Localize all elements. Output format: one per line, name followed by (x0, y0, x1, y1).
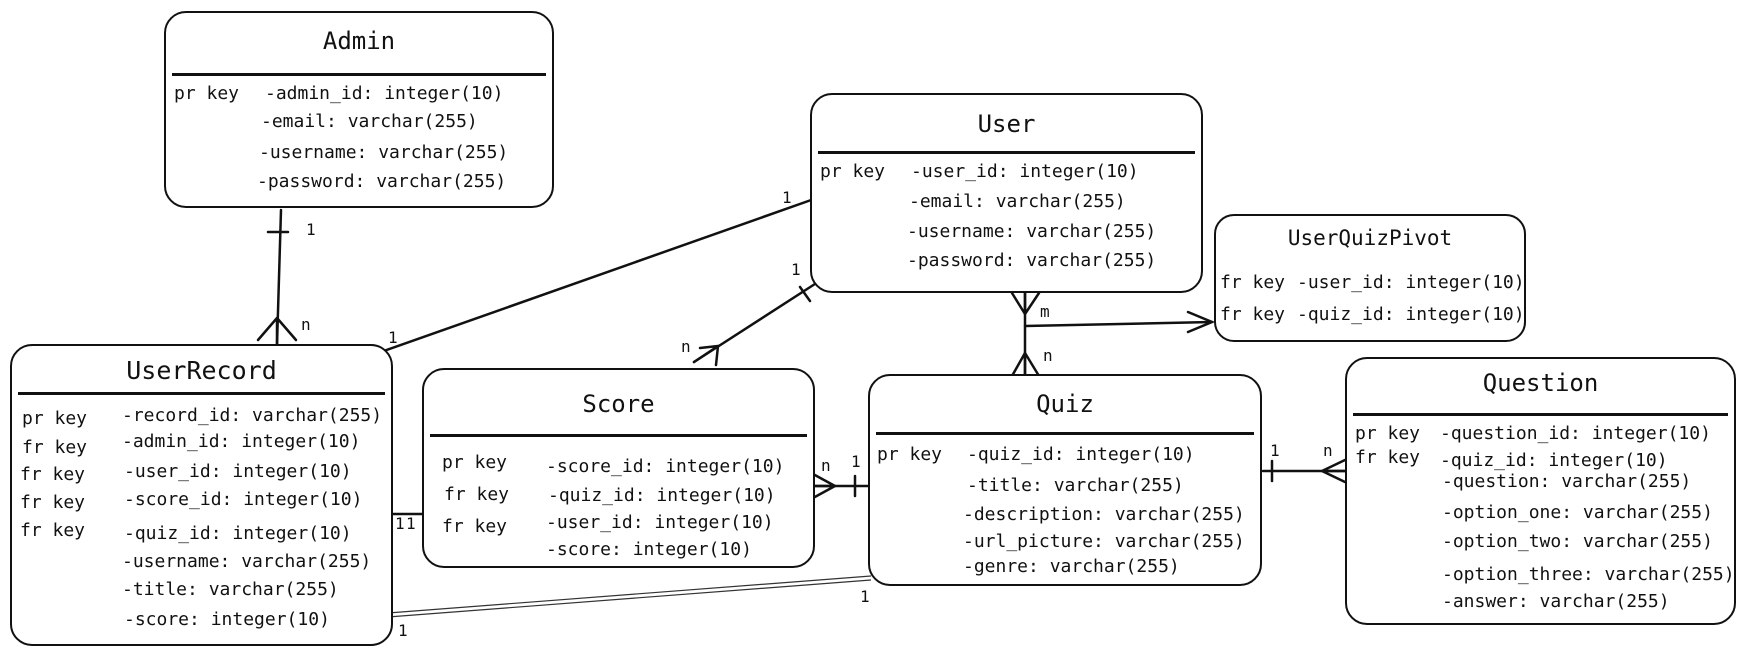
link-pivot (1023, 320, 1214, 328)
key-label: pr key (877, 444, 943, 465)
field-password: -password: varchar(255) (907, 250, 1157, 271)
divider (1353, 413, 1728, 416)
cardinality-userrecord-score-from: 1 (395, 514, 405, 533)
entity-score[interactable]: Score pr key -score_id: integer(10) fr k… (422, 368, 815, 568)
divider (876, 432, 1254, 435)
field-question: -question: varchar(255) (1442, 471, 1692, 492)
entity-title: UserRecord (126, 356, 277, 385)
field-option-one: -option_one: varchar(255) (1442, 502, 1713, 523)
field-title: -title: varchar(255) (967, 475, 1184, 496)
one-mark-user-score (798, 285, 812, 303)
crowfoot-question-quiz (1320, 458, 1347, 484)
cardinality-userrecord-score-to: 1 (406, 514, 416, 533)
key-label: fr key (20, 464, 86, 485)
key-label: pr key (174, 83, 240, 104)
link-quiz-userrecord (387, 575, 872, 614)
crowfoot-userrecord-admin (256, 316, 298, 347)
key-label: pr key (1355, 423, 1421, 444)
cardinality-quiz-score-from: 1 (851, 452, 861, 471)
link-user-userrecord (379, 197, 816, 354)
entity-userrecord[interactable]: UserRecord pr key -record_id: varchar(25… (10, 344, 393, 646)
entity-title: Score (582, 390, 655, 418)
field-score: -score: integer(10) (546, 539, 752, 560)
crowfoot-score-quiz (811, 472, 837, 500)
field-user-id: -user_id: integer(10) (911, 161, 1139, 182)
field-user-id: -user_id: integer(10) (1297, 272, 1525, 293)
entity-title: Admin (322, 27, 396, 55)
field-admin-id: -admin_id: integer(10) (265, 83, 504, 104)
entity-question[interactable]: Question pr key -question_id: integer(10… (1345, 357, 1736, 625)
field-option-three: -option_three: varchar(255) (1442, 564, 1735, 585)
field-email: -email: varchar(255) (261, 111, 478, 132)
key-label: pr key (820, 161, 886, 182)
entity-title: User (977, 110, 1036, 138)
key-label: pr key (442, 452, 508, 473)
key-label: fr key (1220, 304, 1286, 325)
key-label: fr key (444, 484, 510, 505)
key-label: fr key (22, 437, 88, 458)
field-question-id: -question_id: integer(10) (1440, 423, 1711, 444)
field-description: -description: varchar(255) (963, 504, 1245, 525)
crowfoot-score-user (692, 344, 720, 367)
entity-title: Quiz (1036, 390, 1094, 418)
field-title: -title: varchar(255) (122, 579, 339, 600)
cardinality-user-userrecord-from: 1 (782, 188, 792, 207)
cardinality-quiz-userrecord-from: 1 (860, 587, 870, 606)
cardinality-quiz-question-to: n (1323, 441, 1333, 460)
field-score: -score: integer(10) (124, 609, 330, 630)
key-label: fr key (1220, 272, 1286, 293)
divider (430, 434, 807, 437)
field-score-id: -score_id: integer(10) (124, 489, 363, 510)
entity-admin[interactable]: Admin pr key -admin_id: integer(10) -ema… (164, 11, 554, 208)
key-label: fr key (1355, 447, 1421, 468)
cardinality-admin-userrecord-from: 1 (306, 220, 316, 239)
field-answer: -answer: varchar(255) (1442, 591, 1670, 612)
field-score-id: -score_id: integer(10) (546, 456, 785, 477)
cardinality-user-quiz-to: n (1043, 346, 1053, 365)
crowfoot-user-end (1010, 289, 1041, 316)
field-url-picture: -url_picture: varchar(255) (963, 531, 1245, 552)
divider (172, 73, 546, 76)
field-quiz-id: -quiz_id: integer(10) (548, 485, 776, 506)
cardinality-user-quiz-from: m (1040, 302, 1050, 321)
key-label: pr key (22, 408, 88, 429)
field-record-id: -record_id: varchar(255) (122, 405, 383, 426)
key-label: fr key (20, 520, 86, 541)
field-genre: -genre: varchar(255) (963, 556, 1180, 577)
entity-userquizpivot[interactable]: UserQuizPivot fr key -user_id: integer(1… (1214, 214, 1526, 342)
field-admin-id: -admin_id: integer(10) (122, 431, 361, 452)
field-user-id: -user_id: integer(10) (124, 461, 352, 482)
cardinality-user-score-from: 1 (791, 260, 801, 279)
cardinality-user-score-to: n (681, 337, 691, 356)
field-username: -username: varchar(255) (122, 551, 372, 572)
cardinality-quiz-score-to: n (821, 456, 831, 475)
divider (18, 392, 385, 395)
key-label: fr key (442, 516, 508, 537)
field-quiz-id: -quiz_id: integer(10) (124, 523, 352, 544)
field-username: -username: varchar(255) (259, 142, 509, 163)
field-user-id: -user_id: integer(10) (546, 512, 774, 533)
arrowhead-pivot (1186, 310, 1216, 334)
entity-title: UserQuizPivot (1287, 226, 1453, 250)
field-quiz-id: -quiz_id: integer(10) (967, 444, 1195, 465)
cardinality-quiz-question-from: 1 (1270, 441, 1280, 460)
key-label: fr key (20, 492, 86, 513)
entity-title: Question (1482, 369, 1599, 397)
field-quiz-id: -quiz_id: integer(10) (1297, 304, 1525, 325)
field-quiz-id: -quiz_id: integer(10) (1440, 450, 1668, 471)
entity-quiz[interactable]: Quiz pr key -quiz_id: integer(10) -title… (868, 374, 1262, 586)
crowfoot-quiz-end (1010, 351, 1041, 378)
cardinality-admin-userrecord-to: n (301, 315, 311, 334)
cardinality-quiz-userrecord-to: 1 (398, 621, 408, 640)
field-option-two: -option_two: varchar(255) (1442, 531, 1713, 552)
cardinality-user-userrecord-to: 1 (388, 328, 398, 347)
field-password: -password: varchar(255) (257, 171, 507, 192)
field-username: -username: varchar(255) (907, 221, 1157, 242)
entity-user[interactable]: User pr key -user_id: integer(10) -email… (810, 93, 1203, 293)
divider (818, 151, 1195, 154)
field-email: -email: varchar(255) (909, 191, 1126, 212)
